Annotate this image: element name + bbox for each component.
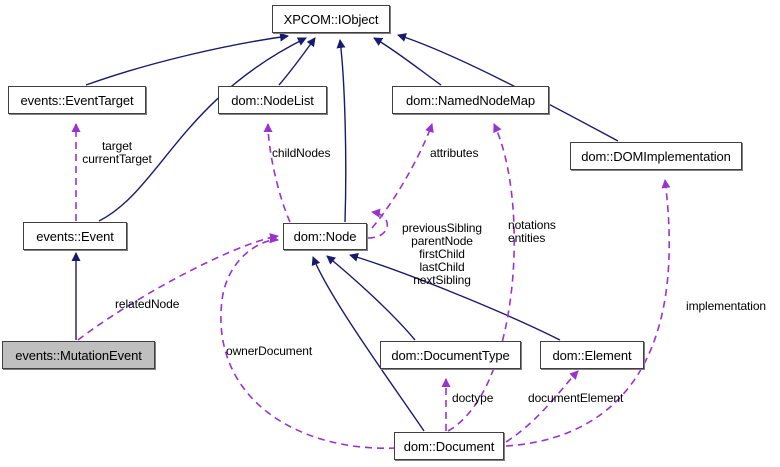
node-dom-element[interactable]: dom::Element (540, 341, 644, 369)
edge-nodelist-to-iobject (278, 37, 316, 86)
edge-label-implementation: implementation (686, 299, 766, 313)
edge-node-self (367, 208, 389, 239)
node-label: events::Event (36, 228, 114, 244)
node-dom-namednodemap[interactable]: dom::NamedNodeMap (392, 86, 549, 114)
edge-documenttype-to-node (326, 255, 416, 341)
edge-namednodemap-to-iobject (373, 37, 442, 86)
edge-label-target: target currentTarget (82, 139, 152, 166)
node-events-eventtarget[interactable]: events::EventTarget (8, 86, 146, 114)
edge-element-to-node (349, 252, 561, 341)
node-label: dom::Node (293, 229, 357, 244)
edge-label-ownerdocument: ownerDocument (226, 344, 313, 358)
edge-mutationevent-to-node (77, 233, 279, 341)
node-dom-nodelist[interactable]: dom::NodeList (218, 86, 327, 114)
node-label: events::MutationEvent (15, 347, 142, 363)
edge-node-to-iobject (336, 39, 347, 223)
node-label: XPCOM::IObject (283, 11, 379, 27)
edge-label-notations-entities: notations entities (508, 218, 556, 245)
edge-label-doctype: doctype (452, 391, 494, 405)
node-label: dom::DocumentType (391, 347, 510, 363)
edge-label-attributes: attributes (430, 146, 479, 160)
edge-label-node-properties: previousSibling parentNode firstChild la… (402, 221, 482, 287)
edge-document-to-namednodemap (447, 123, 516, 432)
edge-event-to-iobject (98, 37, 307, 222)
edge-document-to-node (220, 234, 397, 449)
node-label: dom::NodeList (231, 92, 314, 108)
edge-document-to-domimpl (505, 179, 671, 447)
node-label: events::EventTarget (20, 92, 134, 108)
edge-label-relatednode: relatedNode (115, 297, 180, 311)
node-label: dom::Element (552, 347, 632, 363)
node-xpcom-iobject[interactable]: XPCOM::IObject (272, 5, 390, 33)
edge-label-documentelement: documentElement (528, 391, 624, 405)
inheritance-edges (71, 32, 619, 432)
node-dom-node[interactable]: dom::Node (283, 223, 367, 250)
edge-document-to-node (311, 256, 425, 432)
edge-domimpl-to-iobject (397, 33, 619, 142)
edge-node-to-nodelist (263, 123, 291, 223)
edge-label-childnodes: childNodes (272, 146, 331, 160)
node-label: dom::DOMImplementation (581, 148, 731, 164)
edge-document-to-element (505, 370, 579, 443)
node-events-mutationevent[interactable]: events::MutationEvent (2, 341, 155, 369)
node-dom-document[interactable]: dom::Document (394, 432, 504, 460)
edge-node-to-namednodemap (371, 123, 434, 229)
node-events-event[interactable]: events::Event (23, 222, 127, 250)
node-label: dom::Document (403, 438, 495, 454)
node-label: dom::NamedNodeMap (405, 92, 536, 108)
association-edges (71, 123, 671, 449)
node-dom-domimplementation[interactable]: dom::DOMImplementation (570, 142, 742, 170)
node-dom-documenttype[interactable]: dom::DocumentType (380, 341, 521, 369)
edge-eventtarget-to-iobject (85, 32, 289, 86)
